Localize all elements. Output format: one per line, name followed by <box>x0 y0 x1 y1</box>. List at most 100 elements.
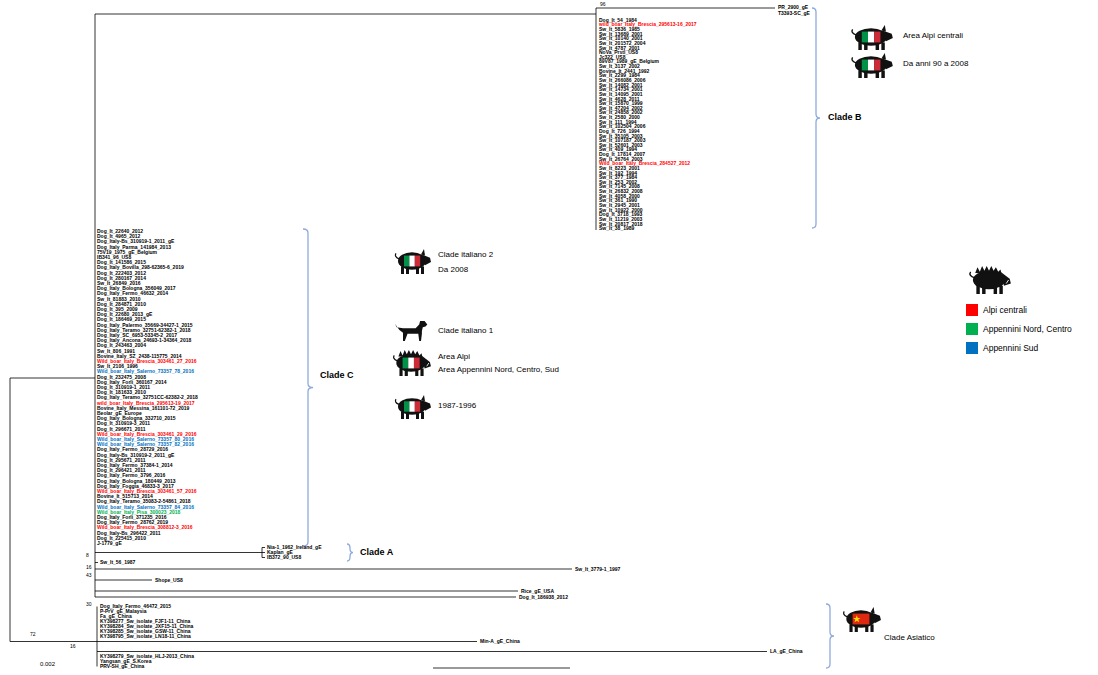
pig-part <box>404 256 409 267</box>
clade-note: Clade italiano 1 <box>438 327 493 335</box>
clade-bracket <box>826 604 834 668</box>
clade-note: 1987-1996 <box>438 402 476 410</box>
legend-text: Appennini Nord, Centro <box>983 324 1072 334</box>
pig-part <box>858 70 861 78</box>
pig-part <box>422 400 431 410</box>
dog-part <box>395 321 427 341</box>
taxon-label: Min-A_gE_China <box>480 639 520 644</box>
pig-part <box>864 72 867 79</box>
pig-part <box>883 59 893 70</box>
boar-part <box>394 355 398 360</box>
legend-entry: Alpi centrali <box>966 300 1072 319</box>
taxon-label: Sw_It_3779-1_1997 <box>575 567 620 572</box>
pig-part <box>421 412 424 419</box>
boar-part <box>982 287 985 294</box>
pig-part <box>864 44 867 51</box>
clade-bracket <box>347 544 353 561</box>
pig-part <box>404 401 409 411</box>
scale-value: 0.002 <box>40 661 55 667</box>
legend-text: Appennini Sud <box>983 343 1038 353</box>
boar-part <box>1001 272 1011 286</box>
pig-part <box>865 626 868 633</box>
legend-swatch <box>966 342 978 354</box>
legend: Alpi centraliAppennini Nord, CentroAppen… <box>966 300 1072 357</box>
tree-branch <box>262 547 265 548</box>
boar-part <box>976 286 979 294</box>
boar-part <box>427 363 429 366</box>
tree-branch <box>97 651 767 652</box>
pig-part <box>881 25 886 32</box>
boar-part <box>405 370 408 377</box>
pig-icon <box>844 607 881 632</box>
pig-part <box>872 613 881 624</box>
tree-branch <box>262 552 265 553</box>
legend-entry: Appennini Sud <box>966 338 1072 357</box>
pig-part <box>870 624 873 632</box>
pig-part <box>881 42 884 50</box>
tree-branch <box>95 569 572 570</box>
clade-note: Da 2008 <box>438 266 468 274</box>
tree-branch <box>10 378 11 642</box>
legend-entry: Appennini Nord, Centro <box>966 319 1072 338</box>
pig-part <box>844 611 848 616</box>
tree-branch <box>95 597 516 598</box>
pig-part <box>416 413 419 419</box>
bootstrap-value: 72 <box>30 632 36 637</box>
boar-icon <box>394 350 431 376</box>
clade-note: Area Alpi <box>438 353 470 361</box>
clade-note: Area Appennini Nord, Centro, Sud <box>438 366 559 374</box>
legend-swatch <box>966 304 978 316</box>
tree-branch <box>95 14 596 15</box>
taxon-label: Shope_US8 <box>155 578 183 583</box>
clade-note: Da anni 90 a 2008 <box>903 60 968 68</box>
pig-icon <box>852 25 893 50</box>
bootstrap-value: 43 <box>86 573 92 578</box>
pig-part <box>421 249 425 256</box>
tree-branch <box>95 580 152 581</box>
pig-icon <box>395 249 431 274</box>
clade-bracket <box>812 8 820 228</box>
pig-part <box>853 614 870 625</box>
pig-part <box>870 607 874 614</box>
clade-note: Clade italiano 2 <box>438 251 493 259</box>
bootstrap-value: 16 <box>70 644 76 649</box>
pig-part <box>855 626 858 633</box>
pig-part <box>853 615 860 622</box>
pig-part <box>401 266 404 274</box>
pig-part <box>395 253 399 258</box>
tree-branch <box>95 14 96 597</box>
pig-part <box>881 53 886 60</box>
pig-part <box>849 624 852 632</box>
clade-note: Clade Asiatico <box>884 634 935 642</box>
pig-icon <box>852 53 893 78</box>
boar-icon <box>970 266 1011 294</box>
boar-part <box>975 266 1001 274</box>
bootstrap-value: 30 <box>86 602 92 607</box>
tree-branch <box>95 562 98 563</box>
pig-part <box>415 256 420 267</box>
boar-part <box>994 287 997 294</box>
taxon-label: Sw_It_38_1989 <box>599 226 634 231</box>
boar-part <box>408 358 414 369</box>
tree-branch <box>95 552 262 553</box>
boar-part <box>1006 280 1008 284</box>
pig-part <box>868 60 874 71</box>
tree-branch <box>262 557 265 558</box>
scale-bar <box>433 668 570 669</box>
pig-part <box>852 29 856 34</box>
pig-part <box>421 395 425 401</box>
pig-part <box>883 31 893 42</box>
pig-part <box>858 42 861 50</box>
pig-part <box>421 266 424 274</box>
pig-part <box>395 399 399 404</box>
pig-part <box>881 70 884 78</box>
pig-part <box>401 412 404 419</box>
boar-part <box>399 368 402 376</box>
pig-part <box>862 60 868 71</box>
taxon-label: PR_2900_gE <box>778 5 808 10</box>
pig-part <box>416 268 419 275</box>
pig-icon <box>395 395 431 419</box>
boar-part <box>422 355 431 368</box>
boar-part <box>414 358 420 369</box>
taxon-label: Dog_It_186938_2012 <box>519 595 568 600</box>
